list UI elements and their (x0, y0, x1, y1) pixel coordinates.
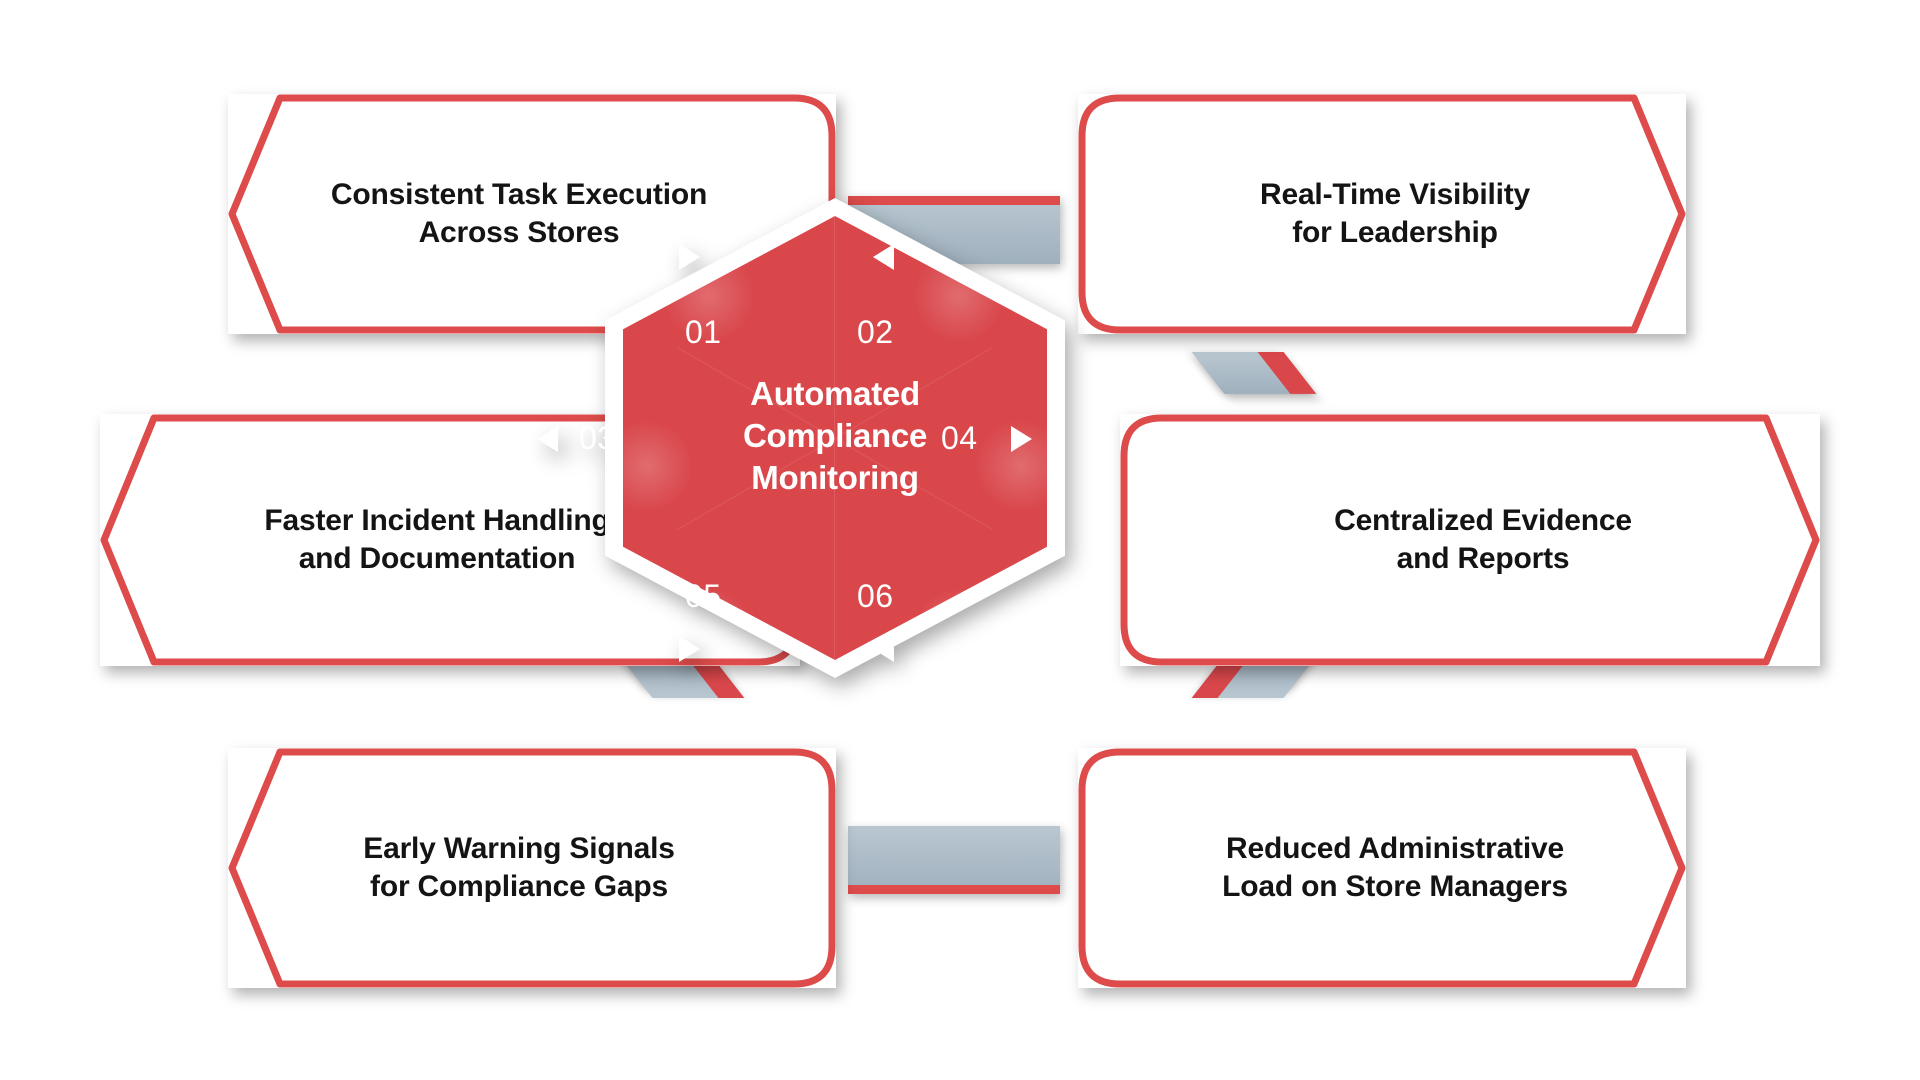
marker-triangle-01 (679, 244, 700, 270)
hexagon-number-01: 01 (685, 314, 722, 350)
card-label-01: Consistent Task Execution Across Stores (330, 177, 708, 249)
connector-diagonal-right-top (1191, 352, 1317, 394)
card-node-05[interactable]: Early Warning Signals for Compliance Gap… (228, 748, 836, 988)
marker-triangle-06 (873, 636, 894, 662)
card-outline-05 (228, 748, 836, 988)
marker-triangle-02 (873, 244, 894, 270)
card-outline-04 (1120, 414, 1820, 666)
card-node-02[interactable]: Real-Time Visibility for Leadership (1078, 94, 1686, 334)
card-outline-06 (1078, 748, 1686, 988)
connector-bar-bottom (848, 826, 1060, 894)
marker-triangle-04 (1011, 426, 1032, 452)
card-outline-02 (1078, 94, 1686, 334)
card-label-03: Faster Incident Handling and Documentati… (264, 503, 610, 575)
card-label-04: Centralized Evidence and Reports (1334, 503, 1632, 575)
marker-triangle-03 (537, 426, 558, 452)
hexagon-number-04: 04 (941, 420, 978, 456)
marker-triangle-05 (679, 636, 700, 662)
hexagon-number-05: 05 (685, 578, 722, 614)
card-node-04[interactable]: Centralized Evidence and Reports (1120, 414, 1820, 666)
hexagon-number-06: 06 (857, 578, 894, 614)
card-label-02: Real-Time Visibility for Leadership (1260, 177, 1530, 249)
card-node-06[interactable]: Reduced Administrative Load on Store Man… (1078, 748, 1686, 988)
hexagon-number-03: 03 (579, 420, 616, 456)
card-label-05: Early Warning Signals for Compliance Gap… (363, 831, 675, 903)
card-label-06: Reduced Administrative Load on Store Man… (1222, 831, 1568, 903)
central-hexagon[interactable]: 01 02 03 04 05 06 Automated Compliance M… (537, 198, 1065, 678)
hexagon-title: Automated Compliance Monitoring (742, 375, 928, 497)
hexagon-number-02: 02 (857, 314, 894, 350)
